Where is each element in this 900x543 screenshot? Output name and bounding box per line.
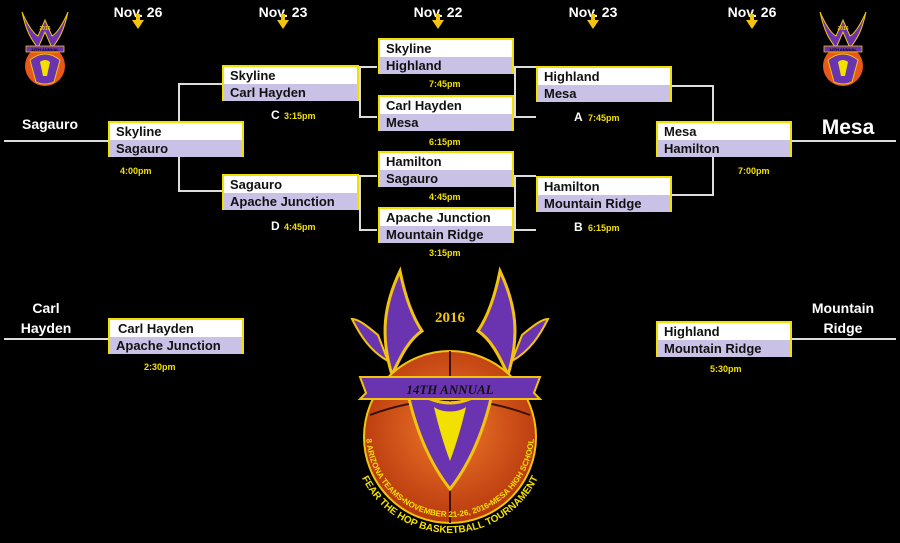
- left-consolation-label: Carl Hayden: [6, 298, 86, 338]
- game-box-q4: Apache Junction Mountain Ridge: [378, 207, 514, 243]
- right-consolation-line1: Mountain: [811, 300, 875, 316]
- bracket-line: [792, 140, 896, 142]
- team-name: Hamilton: [544, 179, 600, 194]
- svg-text:14TH ANNUAL: 14TH ANNUAL: [829, 47, 857, 52]
- down-arrow-icon: [432, 14, 444, 29]
- team-name: Sagauro: [230, 177, 283, 192]
- right-consolation-label: Mountain Ridge: [800, 298, 886, 338]
- bracket-line: [514, 66, 516, 118]
- team-name: Apache Junction: [116, 338, 221, 353]
- game-time: 3:15pm: [429, 248, 461, 258]
- team-name: Mesa: [544, 86, 577, 101]
- game-box-q3: Hamilton Sagauro: [378, 151, 514, 187]
- bracket-line: [514, 66, 536, 68]
- team-name: Skyline: [116, 124, 162, 139]
- bracket-line: [359, 116, 377, 118]
- bracket-line: [4, 338, 108, 340]
- game-time: 2:30pm: [144, 362, 176, 372]
- right-consolation-line2: Ridge: [823, 320, 863, 336]
- logo-year: 2016: [435, 310, 466, 326]
- bracket-line: [514, 175, 536, 177]
- team-name: Apache Junction: [230, 194, 335, 209]
- game-time: 5:30pm: [710, 364, 742, 374]
- game-box-c: Skyline Carl Hayden: [222, 65, 359, 101]
- game-time: 4:45pm: [284, 222, 316, 232]
- bracket-line: [178, 190, 222, 192]
- game-letter: B: [574, 220, 583, 234]
- left-consolation-line1: Carl: [32, 300, 60, 316]
- team-name: Hamilton: [386, 154, 442, 169]
- game-box-q1: Skyline Highland: [378, 38, 514, 74]
- bracket-line: [514, 116, 536, 118]
- game-time: 6:15pm: [429, 137, 461, 147]
- team-name: Apache Junction: [386, 210, 491, 225]
- bracket-line: [514, 229, 536, 231]
- game-time: 7:00pm: [738, 166, 770, 176]
- tournament-logo-small-right: 2016 14TH ANNUAL: [819, 11, 867, 86]
- down-arrow-icon: [746, 14, 758, 29]
- game-time: 4:00pm: [120, 166, 152, 176]
- right-champion-label: Mesa: [821, 116, 875, 139]
- date-round-quarter: Nov. 22: [413, 4, 463, 20]
- bracket-line: [672, 85, 714, 87]
- bracket-line: [359, 175, 377, 177]
- date-round-left-final: Nov. 26: [113, 4, 163, 20]
- svg-text:2016: 2016: [39, 26, 50, 32]
- svg-text:2016: 2016: [837, 26, 848, 32]
- bracket-line: [359, 229, 377, 231]
- date-round-right-final: Nov. 26: [727, 4, 777, 20]
- logo-annual: 14TH ANNUAL: [406, 382, 493, 397]
- team-name: Highland: [664, 324, 720, 339]
- game-box-b: Hamilton Mountain Ridge: [536, 176, 672, 212]
- game-letter: A: [574, 110, 583, 124]
- team-name: Sagauro: [386, 171, 439, 186]
- left-champion-label: Sagauro: [21, 116, 78, 132]
- game-box-d: Sagauro Apache Junction: [222, 174, 359, 210]
- bracket-line: [178, 83, 222, 85]
- game-box-left-final: Skyline Sagauro: [108, 121, 244, 157]
- tournament-logo-small-left: 2016 14TH ANNUAL: [21, 11, 69, 86]
- down-arrow-icon: [132, 14, 144, 29]
- game-box-a: Highland Mesa: [536, 66, 672, 102]
- team-name: Carl Hayden: [230, 85, 306, 100]
- left-consolation-line2: Hayden: [20, 320, 72, 336]
- team-name: Highland: [544, 69, 600, 84]
- bracket-line: [359, 66, 377, 68]
- game-box-q2: Carl Hayden Mesa: [378, 95, 514, 131]
- game-box-right-final: Mesa Hamilton: [656, 121, 792, 157]
- date-round-left-semi: Nov. 23: [258, 4, 308, 20]
- bracket-line: [672, 194, 714, 196]
- team-name: Sagauro: [116, 141, 169, 156]
- team-name: Highland: [386, 58, 442, 73]
- team-name: Skyline: [386, 41, 432, 56]
- bracket-line: [792, 338, 896, 340]
- bracket-line: [4, 140, 108, 142]
- game-time: 3:15pm: [284, 111, 316, 121]
- svg-text:14TH ANNUAL: 14TH ANNUAL: [31, 47, 59, 52]
- game-box-left-consolation: Carl Hayden Apache Junction: [108, 318, 244, 354]
- bracket-line: [359, 175, 361, 231]
- tournament-logo: 2016 14TH ANNUAL FEAR THE HOP BASKETBALL…: [350, 266, 550, 536]
- game-letter: C: [271, 108, 280, 122]
- game-time: 4:45pm: [429, 192, 461, 202]
- game-time: 7:45pm: [588, 113, 620, 123]
- bracket-line: [359, 66, 361, 118]
- team-name: Carl Hayden: [118, 321, 194, 336]
- team-name: Hamilton: [664, 141, 720, 156]
- team-name: Mountain Ridge: [544, 196, 642, 211]
- game-box-right-consolation: Highland Mountain Ridge: [656, 321, 792, 357]
- down-arrow-icon: [277, 14, 289, 29]
- game-time: 6:15pm: [588, 223, 620, 233]
- date-round-right-semi: Nov. 23: [568, 4, 618, 20]
- bracket-line: [514, 175, 516, 231]
- team-name: Skyline: [230, 68, 276, 83]
- team-name: Mountain Ridge: [386, 227, 484, 242]
- team-name: Mesa: [386, 115, 419, 130]
- game-time: 7:45pm: [429, 79, 461, 89]
- team-name: Mesa: [664, 124, 697, 139]
- down-arrow-icon: [587, 14, 599, 29]
- team-name: Mountain Ridge: [664, 341, 762, 356]
- team-name: Carl Hayden: [386, 98, 462, 113]
- game-letter: D: [271, 219, 280, 233]
